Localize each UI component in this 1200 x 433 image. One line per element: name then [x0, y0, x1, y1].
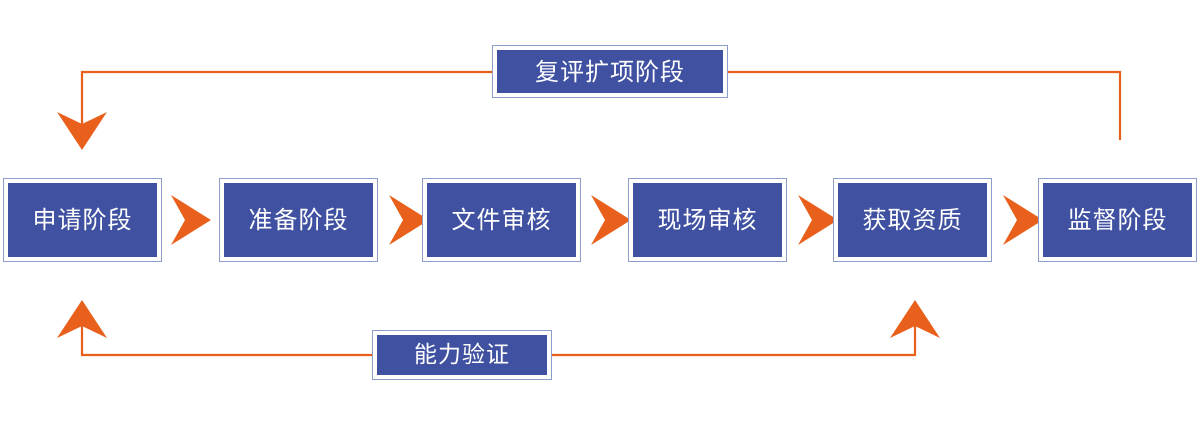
- node-step-3[interactable]: 文件审核: [422, 178, 581, 262]
- chevron-right-icon: [171, 195, 211, 245]
- node-step-1-label: 申请阶段: [32, 206, 133, 234]
- node-step-3-label: 文件审核: [451, 206, 552, 234]
- node-step-6-inner: 监督阶段: [1042, 182, 1193, 258]
- node-step-4-label: 现场审核: [657, 206, 758, 234]
- chevron-right-icon: [389, 195, 429, 245]
- node-bottom-feedback-inner: 能力验证: [376, 334, 548, 376]
- node-top-feedback-inner: 复评扩项阶段: [496, 49, 724, 94]
- arrowhead-up-left-icon: [57, 300, 107, 338]
- node-step-5-label: 获取资质: [862, 206, 963, 234]
- node-step-6[interactable]: 监督阶段: [1038, 178, 1197, 262]
- connector-bottom-left: [57, 300, 372, 357]
- node-bottom-feedback[interactable]: 能力验证: [372, 330, 552, 380]
- node-step-4-inner: 现场审核: [632, 182, 783, 258]
- bottom-left-path: [80, 325, 372, 357]
- node-step-2-label: 准备阶段: [248, 206, 349, 234]
- node-step-2[interactable]: 准备阶段: [219, 178, 378, 262]
- chevron-right-icon: [591, 195, 631, 245]
- node-step-6-label: 监督阶段: [1067, 206, 1168, 234]
- connector-bottom-right: [552, 300, 940, 357]
- node-step-5-inner: 获取资质: [837, 182, 988, 258]
- node-step-3-inner: 文件审核: [426, 182, 577, 258]
- node-bottom-feedback-label: 能力验证: [414, 341, 510, 368]
- node-step-2-inner: 准备阶段: [223, 182, 374, 258]
- node-step-1[interactable]: 申请阶段: [3, 178, 162, 262]
- chevron-right-icon: [798, 195, 838, 245]
- bottom-right-path: [552, 325, 917, 357]
- node-top-feedback-label: 复评扩项阶段: [535, 57, 685, 86]
- arrowhead-up-right-icon: [890, 300, 940, 338]
- chevron-right-icon: [1003, 195, 1043, 245]
- node-step-4[interactable]: 现场审核: [628, 178, 787, 262]
- arrowhead-down-icon: [57, 112, 107, 150]
- node-top-feedback[interactable]: 复评扩项阶段: [492, 45, 728, 98]
- node-step-1-inner: 申请阶段: [7, 182, 158, 258]
- node-step-5[interactable]: 获取资质: [833, 178, 992, 262]
